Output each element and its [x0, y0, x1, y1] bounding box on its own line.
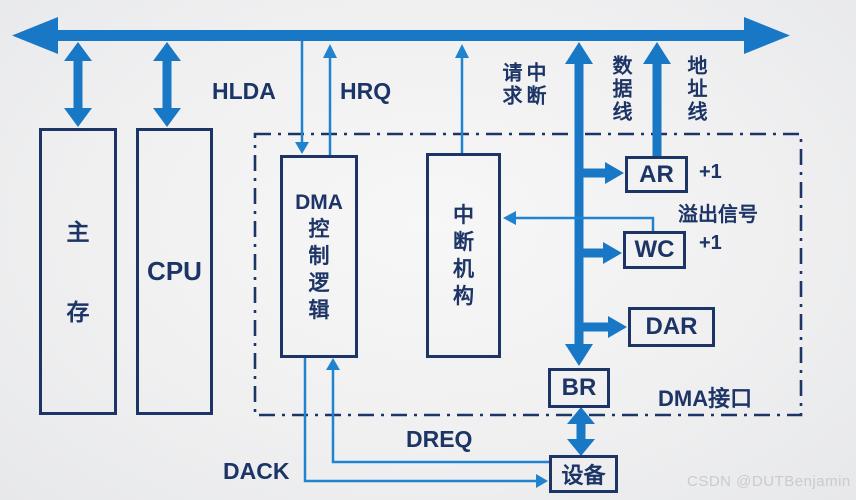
cpu-bus-arrow [153, 42, 181, 127]
watermark: CSDN @DUTBenjamin [687, 473, 851, 490]
main-memory-box: 主 存 [39, 128, 117, 415]
data-line-arrow [565, 42, 593, 366]
hrq-label: HRQ [340, 78, 392, 104]
dma-interface-label: DMA接口 [658, 386, 753, 411]
device-box: 设备 [549, 455, 618, 493]
br-register-box: BR [548, 368, 610, 408]
br-device-arrow [567, 407, 595, 456]
ar-branch-arrow [583, 162, 624, 184]
overflow-signal-label: 溢出信号 [678, 204, 758, 226]
wc-branch-arrow [583, 242, 622, 264]
bus-left-arrowhead [12, 17, 58, 54]
interrupt-request-label: 中断请求 [499, 62, 545, 108]
overflow-signal-line [503, 211, 655, 231]
ar-increment-label: +1 [699, 161, 722, 183]
address-line-arrow [643, 42, 671, 156]
ar-register-box: AR [625, 156, 688, 193]
hlda-label: HLDA [212, 78, 276, 104]
dreq-label: DREQ [406, 426, 473, 452]
dreq-line [326, 358, 549, 464]
dma-control-logic-box: DMA 控 制 逻 辑 [280, 155, 358, 358]
address-line-label: 地址线 [684, 55, 706, 124]
interrupt-request-line [455, 44, 469, 153]
main-memory-bus-arrow [64, 42, 92, 127]
cpu-box: CPU [136, 128, 213, 415]
dack-line [303, 357, 548, 488]
interrupt-unit-box: 中 断 机 构 [426, 153, 501, 358]
dar-register-box: DAR [628, 307, 715, 347]
dack-label: DACK [223, 458, 290, 484]
dma-interface-dashed-border [253, 132, 803, 417]
wc-increment-label: +1 [699, 232, 722, 254]
wc-register-box: WC [623, 231, 686, 269]
bus-right-arrowhead [744, 17, 790, 54]
dar-branch-arrow [583, 316, 627, 338]
system-bus [12, 17, 790, 54]
data-line-label: 数据线 [609, 55, 631, 124]
hlda-line [295, 41, 309, 154]
hrq-line [323, 44, 337, 155]
